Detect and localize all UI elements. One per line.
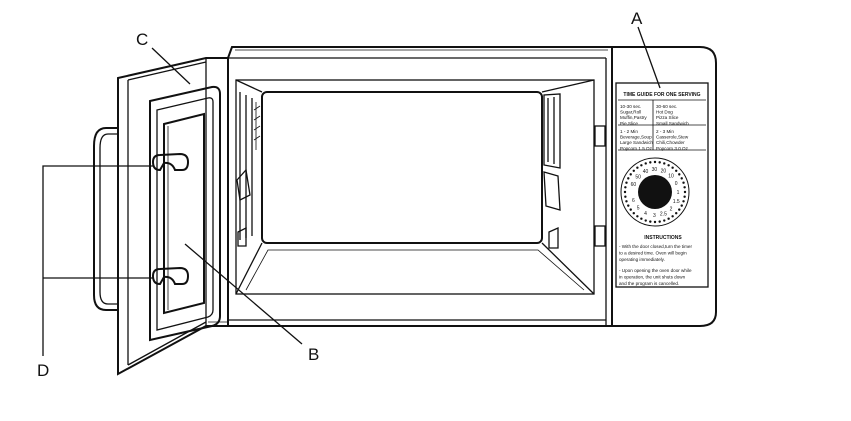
timer-knob[interactable] (638, 175, 672, 209)
callout-d-label: D (37, 361, 49, 380)
dial-tick (678, 208, 681, 211)
dial-tick (680, 204, 683, 207)
dial-tick (649, 161, 652, 164)
guide-cell-text: Popcorn 1.5 Oz (620, 146, 653, 151)
dial-tick (658, 161, 661, 164)
dial-tick (629, 208, 632, 211)
dial-number: 10 (668, 174, 674, 180)
dial-tick (675, 169, 678, 172)
dial-tick (663, 162, 666, 165)
dial-tick (624, 186, 627, 189)
instruction-line: to a desired time. Oven will begin (619, 251, 687, 256)
guide-cell-text: Small Sandwich (656, 121, 689, 126)
guide-cell-text: 30-60 sec. (656, 104, 677, 109)
guide-cell-text: Casserole,Stew (656, 135, 689, 140)
dial-tick (625, 181, 628, 184)
callout-c: C (136, 30, 191, 85)
time-guide-table: 10-30 sec.Sugar,RollMuffin,PastryPie,Sli… (620, 104, 689, 151)
callout-b-label: B (308, 345, 319, 364)
dial-tick (632, 212, 635, 215)
callout-b: B (184, 243, 319, 364)
dial-number: 50 (635, 174, 641, 180)
guide-cell-text: Sugar,Roll (620, 110, 641, 115)
callout-a: A (631, 9, 661, 89)
dial-number: 5 (637, 206, 640, 212)
dial-tick (683, 186, 686, 189)
dial-tick (671, 166, 674, 169)
dial-tick (680, 177, 683, 180)
guide-cell-text: Beverage,Soup (620, 135, 652, 140)
dial-tick-marks (623, 160, 687, 224)
dial-number: 0 (675, 181, 678, 187)
dial-tick (658, 220, 661, 223)
callout-d: D (37, 165, 154, 380)
dial-tick (644, 162, 647, 165)
dial-tick (667, 164, 670, 167)
dial-tick (636, 215, 639, 218)
dial-tick (640, 164, 643, 167)
dial-tick (629, 173, 632, 176)
instruction-line: - With the door closed,turn the timer (619, 244, 692, 249)
panel-title: TIME GUIDE FOR ONE SERVING (623, 92, 700, 98)
guide-cell-text: Hot Dog (656, 110, 673, 115)
dial-number: 6 (632, 198, 635, 204)
dial-tick (683, 190, 687, 194)
dial-number: 40 (643, 169, 649, 175)
guide-cell-text: Chili,Chowder (656, 140, 685, 145)
dial-tick (667, 217, 670, 220)
dial-number: 2 (670, 206, 673, 212)
dial-number: 4 (644, 211, 647, 217)
dial-tick (653, 220, 657, 224)
dial-number: 1.5 (673, 199, 680, 205)
dial-tick (682, 200, 685, 203)
callout-c-label: C (136, 30, 148, 49)
guide-cell-text: 10-30 sec. (620, 104, 641, 109)
dial-tick (671, 215, 674, 218)
dial-number: 2.5 (660, 211, 667, 217)
dial-number: 3 (653, 213, 656, 219)
dial-number: 60 (631, 182, 637, 188)
dial-tick (663, 219, 666, 222)
dial-tick (625, 200, 628, 203)
dial-number: 20 (661, 169, 667, 175)
dial-number: 30 (652, 167, 658, 173)
dial-tick (682, 181, 685, 184)
instruction-line: and the program is cancelled. (619, 281, 679, 286)
control-panel: TIME GUIDE FOR ONE SERVING 10-30 sec.Sug… (615, 82, 709, 288)
instructions-title: INSTRUCTIONS (644, 235, 682, 241)
guide-cell-text: Pizza Slice (656, 115, 679, 120)
dial-tick (683, 195, 686, 198)
dial-tick (649, 220, 652, 223)
dial-number: 1 (677, 190, 680, 196)
dial-tick (624, 195, 627, 198)
dial-tick (644, 219, 647, 222)
guide-cell-text: Muffin,Pastry (620, 115, 647, 120)
dial-tick (627, 177, 630, 180)
callout-a-label: A (631, 9, 643, 28)
dial-tick (640, 217, 643, 220)
guide-cell-text: Large Sandwich (620, 140, 653, 145)
guide-cell-text: 1 - 2 Min (620, 129, 638, 134)
dial-tick (627, 204, 630, 207)
microwave-door[interactable] (93, 57, 229, 376)
guide-cell-text: Pie,Slice (620, 121, 638, 126)
guide-cell-text: Popcorn 3.0 Oz (656, 146, 689, 151)
dial-tick (678, 173, 681, 176)
instruction-line: - Upon opening the oven door while (619, 268, 692, 273)
dial-tick (636, 166, 639, 169)
guide-cell-text: 2 - 3 Min (656, 129, 674, 134)
instruction-line: in operation, the unit shuts down (619, 274, 686, 279)
dial-tick (632, 169, 635, 172)
instructions-text: - With the door closed,turn the timer to… (619, 244, 692, 286)
instruction-line: operating immediately. (619, 257, 665, 262)
dial-tick (653, 160, 657, 164)
dial-tick (675, 212, 678, 215)
microwave-body (227, 46, 717, 327)
dial-tick (623, 190, 627, 194)
